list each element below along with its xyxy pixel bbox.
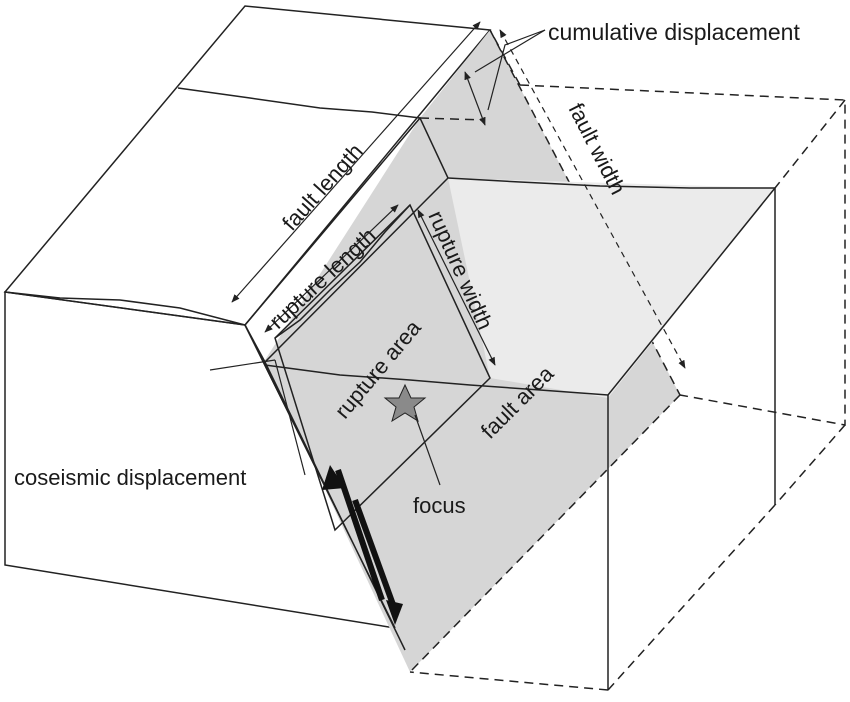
rupture-length-arrow: [264, 204, 399, 333]
focus-star-icon: [383, 383, 427, 423]
left-top-trace: [177, 87, 421, 119]
cumulative-arrow-1: [464, 71, 486, 126]
fault-width-arrow: [499, 29, 686, 369]
right-block-top-face: [448, 178, 775, 398]
rupture-width-arrow: [417, 209, 496, 366]
left-surface-trace: [4, 291, 246, 326]
label-cumulative-displacement: cumulative displacement: [548, 19, 800, 45]
leader-lines: [209, 29, 546, 486]
coseismic-displacement-arrows: [322, 465, 403, 625]
label-focus: focus: [413, 493, 466, 518]
right-dashed-box: [409, 29, 846, 691]
label-coseismic-displacement: coseismic displacement: [14, 465, 246, 490]
dimension-arrows: [231, 21, 686, 369]
